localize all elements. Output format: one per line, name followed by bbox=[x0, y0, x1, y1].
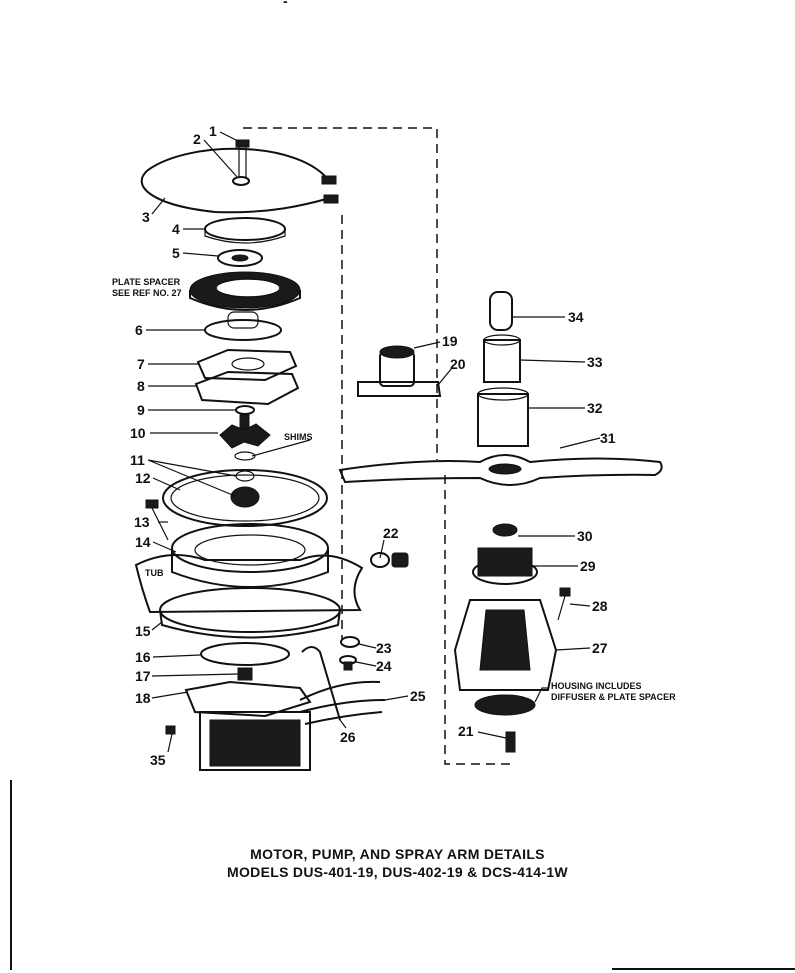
part-10-impeller bbox=[219, 414, 271, 461]
part-number-19: 19 bbox=[442, 333, 458, 349]
part-11-ring bbox=[162, 469, 328, 527]
part-number-32: 32 bbox=[587, 400, 603, 416]
note-plate-spacer-line1: PLATE SPACER bbox=[112, 277, 181, 287]
part-number-2: 2 bbox=[193, 131, 201, 147]
part-number-27: 27 bbox=[592, 640, 608, 656]
part-25-wire-harness bbox=[299, 680, 386, 725]
part-26-bracket bbox=[301, 646, 341, 721]
part-23-grommet bbox=[340, 636, 360, 648]
part-number-23: 23 bbox=[376, 640, 392, 656]
part-14-pump-base bbox=[171, 523, 329, 588]
part-number-18: 18 bbox=[135, 690, 151, 706]
part-16-plate bbox=[200, 642, 290, 666]
part-number-22: 22 bbox=[383, 525, 399, 541]
part-33-sleeve bbox=[483, 334, 521, 383]
part-number-14: 14 bbox=[135, 534, 151, 550]
caption-models: MODELS DUS-401-19, DUS-402-19 & DCS-414-… bbox=[227, 864, 568, 880]
plate-spacer bbox=[189, 271, 301, 311]
part-18-motor bbox=[184, 680, 312, 771]
note-housing-line2: DIFFUSER & PLATE SPACER bbox=[551, 692, 676, 702]
part-number-3: 3 bbox=[142, 209, 150, 225]
part-number-29: 29 bbox=[580, 558, 596, 574]
part-number-26: 26 bbox=[340, 729, 356, 745]
part-31-spray-arm bbox=[338, 454, 663, 486]
part-number-5: 5 bbox=[172, 245, 180, 261]
leader-lines bbox=[146, 131, 601, 753]
part-28-screw bbox=[557, 587, 571, 621]
part-17-coupling bbox=[237, 667, 253, 681]
part-9-o-ring bbox=[235, 405, 255, 415]
part-24-cap bbox=[339, 655, 357, 671]
tub-section bbox=[134, 554, 364, 614]
part-number-34: 34 bbox=[568, 309, 584, 325]
part-number-8: 8 bbox=[137, 378, 145, 394]
part-15-mounting-ring bbox=[159, 587, 341, 639]
scan-edge-bottom bbox=[612, 968, 795, 970]
part-number-30: 30 bbox=[577, 528, 593, 544]
part-34-nozzle bbox=[489, 291, 513, 331]
part-number-20: 20 bbox=[450, 356, 466, 372]
part-13-bolt bbox=[145, 499, 169, 541]
part-number-31: 31 bbox=[600, 430, 616, 446]
part-1-bolt bbox=[235, 139, 250, 178]
part-number-28: 28 bbox=[592, 598, 608, 614]
part-22-clip bbox=[370, 552, 409, 568]
part-number-25: 25 bbox=[410, 688, 426, 704]
note-tub: TUB bbox=[145, 568, 164, 578]
part-27-housing bbox=[453, 599, 558, 691]
part-3-wire-loop bbox=[140, 147, 331, 214]
diffuser bbox=[474, 694, 536, 716]
part-5-impeller bbox=[217, 249, 263, 267]
part-8-gasket bbox=[194, 370, 300, 406]
part-3-wire-terminals bbox=[321, 175, 339, 204]
part-number-6: 6 bbox=[135, 322, 143, 338]
note-shims: SHIMS bbox=[284, 432, 313, 442]
part-number-9: 9 bbox=[137, 402, 145, 418]
part-30-cap bbox=[492, 523, 518, 537]
part-32-tube bbox=[477, 387, 529, 447]
part-number-21: 21 bbox=[458, 723, 474, 739]
part-number-17: 17 bbox=[135, 668, 151, 684]
part-number-4: 4 bbox=[172, 221, 180, 237]
part-number-35: 35 bbox=[150, 752, 166, 768]
part-21-screw bbox=[505, 731, 516, 753]
part-number-24: 24 bbox=[376, 658, 392, 674]
part-number-10: 10 bbox=[130, 425, 146, 441]
part-number-7: 7 bbox=[137, 356, 145, 372]
part-7-gasket-plate bbox=[196, 348, 298, 382]
alignment-lines bbox=[243, 127, 510, 765]
part-number-12: 12 bbox=[135, 470, 151, 486]
note-plate-spacer-line2: SEE REF NO. 27 bbox=[112, 288, 182, 298]
part-number-13: 13 bbox=[134, 514, 150, 530]
part-number-11: 11 bbox=[130, 452, 145, 468]
part-2-washer bbox=[232, 176, 250, 186]
part-number-1: 1 bbox=[209, 123, 217, 139]
note-housing-line1: HOUSING INCLUDES bbox=[551, 681, 642, 691]
page-mark: - bbox=[283, 0, 288, 9]
part-29-housing-top bbox=[472, 547, 538, 585]
part-35-screw bbox=[165, 725, 176, 735]
part-number-33: 33 bbox=[587, 354, 603, 370]
caption-title: MOTOR, PUMP, AND SPRAY ARM DETAILS bbox=[250, 846, 545, 862]
part-4-cover bbox=[204, 217, 286, 244]
part-number-15: 15 bbox=[135, 623, 151, 639]
part-number-16: 16 bbox=[135, 649, 151, 665]
part-19-bushing bbox=[379, 345, 415, 387]
scan-edge-left bbox=[10, 780, 12, 970]
part-20-bracket bbox=[357, 381, 442, 397]
part-6-seal-housing bbox=[204, 311, 282, 341]
